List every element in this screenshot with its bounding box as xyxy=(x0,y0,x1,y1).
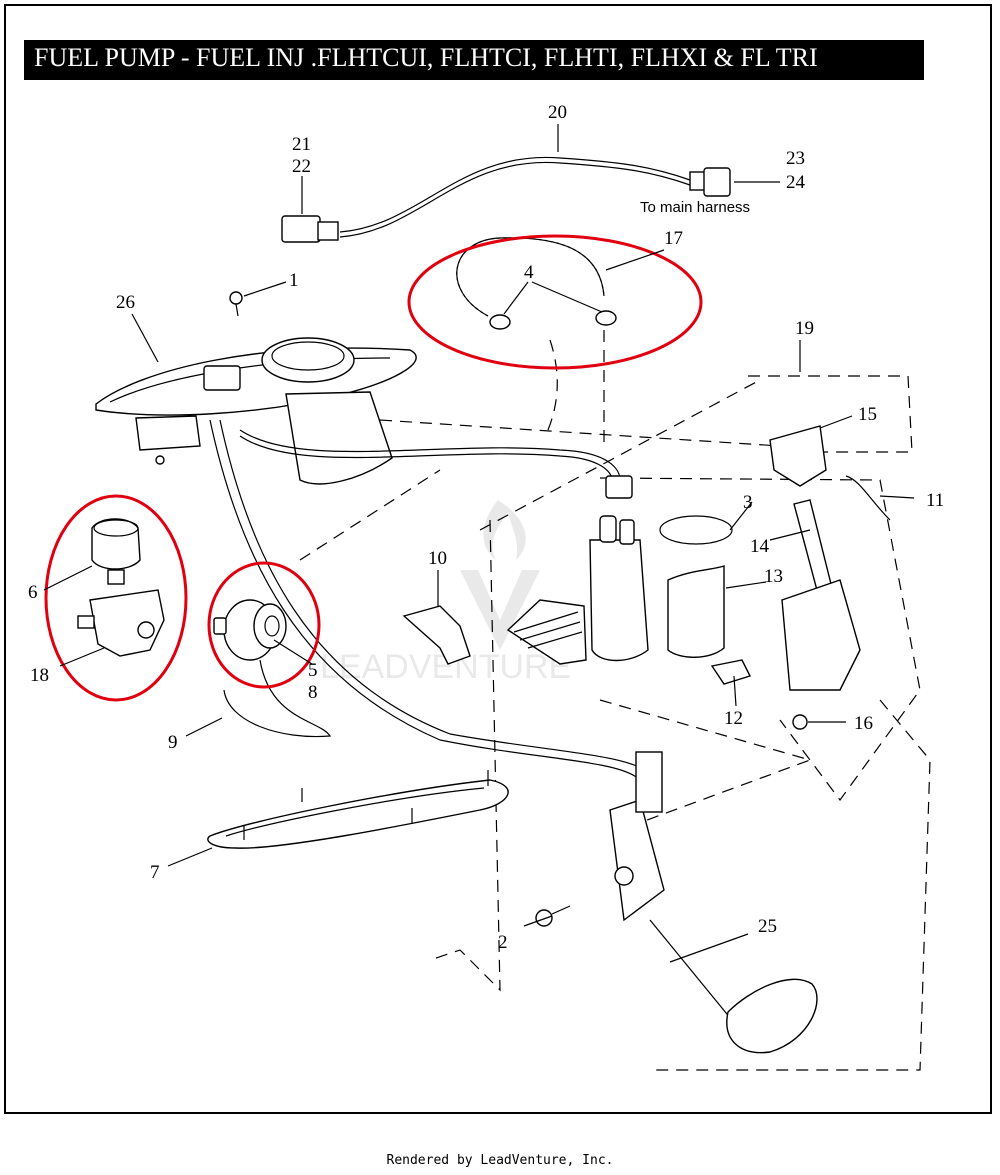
callout-8: 8 xyxy=(308,682,318,703)
harness-note: To main harness xyxy=(640,199,750,216)
callout-20: 20 xyxy=(548,102,567,123)
fuel-hose-part-17 xyxy=(456,237,617,330)
screw-part-2 xyxy=(535,905,571,927)
callout-7: 7 xyxy=(150,862,160,883)
fuel-level-sender-part-25 xyxy=(609,751,818,1054)
callout-4: 4 xyxy=(524,262,534,283)
callout-6: 6 xyxy=(28,582,38,603)
fuel-pump-body xyxy=(506,475,649,665)
callout-13: 13 xyxy=(764,566,783,587)
level-sender-assembly xyxy=(710,425,891,730)
callout-21: 21 xyxy=(292,134,311,155)
callout-9: 9 xyxy=(168,732,178,753)
callout-24: 24 xyxy=(786,172,806,193)
callout-16: 16 xyxy=(854,713,873,734)
callout-1: 1 xyxy=(289,270,299,291)
callout-22: 22 xyxy=(292,156,311,177)
callout-18: 18 xyxy=(30,665,49,686)
connector-boot-left xyxy=(317,221,339,241)
fuel-lines xyxy=(209,330,651,781)
pump-clamp-part-3 xyxy=(659,515,733,545)
fuel-hose-part-9 xyxy=(223,659,332,738)
hose-clamp-right xyxy=(595,310,617,326)
callout-numbers: 1 2 3 4 5 6 7 8 9 10 11 12 13 14 15 16 1… xyxy=(28,102,944,953)
callout-26: 26 xyxy=(116,292,135,313)
bracket-part-10 xyxy=(402,605,471,665)
leader-lines xyxy=(43,124,915,963)
hose-clamp-left xyxy=(489,314,511,330)
highlight-marks xyxy=(44,234,703,702)
callout-14: 14 xyxy=(750,536,770,557)
regulator-housing-part-18 xyxy=(77,589,165,657)
fuel-filter-part-5 xyxy=(213,599,287,661)
callout-25: 25 xyxy=(758,916,777,937)
callout-17: 17 xyxy=(664,228,683,249)
fuel-pump-top-plate xyxy=(95,337,417,485)
main-harness xyxy=(281,156,731,243)
callout-11: 11 xyxy=(926,490,944,511)
harness-connector-right xyxy=(703,167,731,197)
callout-23: 23 xyxy=(786,148,805,169)
highlight-hose-17 xyxy=(407,234,703,370)
footer-credit: Rendered by LeadVenture, Inc. xyxy=(386,1153,614,1168)
callout-19: 19 xyxy=(795,318,814,339)
pressure-regulator-part-6 xyxy=(91,518,141,585)
screw-part-1 xyxy=(229,291,243,317)
callout-2: 2 xyxy=(498,932,508,953)
highlight-regulator-6-18 xyxy=(44,494,188,702)
assembly-outlines xyxy=(299,375,931,1071)
diagram-frame xyxy=(4,4,992,1114)
callout-15: 15 xyxy=(858,404,877,425)
callout-3: 3 xyxy=(743,492,753,513)
page-title: FUEL PUMP - FUEL INJ .FLHTCUI, FLHTCI, F… xyxy=(34,43,818,72)
gasket-part-7 xyxy=(207,770,509,849)
callout-5: 5 xyxy=(308,660,318,681)
harness-connector-left xyxy=(281,215,321,243)
pump-sleeve-part-13 xyxy=(667,565,725,658)
highlight-filter-5 xyxy=(207,561,321,689)
callout-10: 10 xyxy=(428,548,447,569)
title-bar: FUEL PUMP - FUEL INJ .FLHTCUI, FLHTCI, F… xyxy=(24,40,924,80)
callout-12: 12 xyxy=(724,708,743,729)
